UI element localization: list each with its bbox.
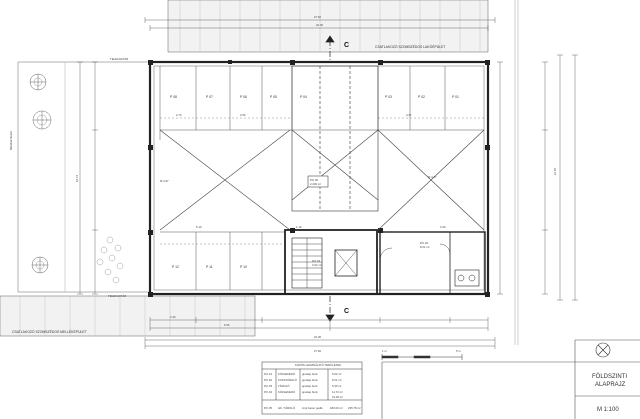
drawing-scale: M 1:100 xyxy=(597,407,619,413)
boundary-tag-bottom: TELEKHATÁR xyxy=(108,294,126,298)
svg-text:greslap burk.: greslap burk. xyxy=(302,390,318,394)
svg-text:KÖZLEKEDŐ: KÖZLEKEDŐ xyxy=(278,389,296,394)
svg-text:KÖZLEKEDŐ: KÖZLEKEDŐ xyxy=(278,371,296,376)
dimension-label: 22.00 xyxy=(316,23,323,27)
table-row: P.K.02 KUKATÁROLÓ greslap burk. 8.21 m² xyxy=(264,377,342,382)
dimension-lines-left xyxy=(77,61,98,295)
parking-space-label: P 02 xyxy=(418,95,425,99)
parking-space-label: P 06 xyxy=(240,95,247,99)
parking-space-label: P 10 xyxy=(240,265,247,269)
scale-bar xyxy=(381,354,463,360)
table-title: KÖZÖS HASZNÁLATÚ TERÜLETEK xyxy=(295,362,341,367)
dimension-label: 27.60 xyxy=(314,15,321,19)
parking-space-label: P 05 xyxy=(270,95,277,99)
neighbor-label-top: CSATLAKOZÓ SZOMSZÉDOS LAKÓÉPÜLET xyxy=(375,44,445,49)
central-room-label: P.K.00 2.200 m² xyxy=(307,175,329,188)
dimension-label: 1.10 xyxy=(296,225,302,229)
svg-text:impr.beton padló: impr.beton padló xyxy=(302,406,323,410)
table-row-garage: P.K.05 GK. TÁROLÓ impr.beton padló 180.0… xyxy=(264,405,361,410)
parking-space-label: P 12 xyxy=(172,265,179,269)
table-row: P.K.04 KÖZLEKEDŐ greslap burk. 11.72 m² xyxy=(264,389,343,394)
service-rooms xyxy=(379,231,486,295)
dimension-label: 6.65 xyxy=(224,323,230,327)
svg-text:5.02 m²: 5.02 m² xyxy=(332,372,342,376)
parking-stalls-top xyxy=(159,66,484,140)
neighbor-building-bottom xyxy=(0,295,256,337)
svg-text:greslap burk.: greslap burk. xyxy=(302,384,318,388)
neighbor-building-top xyxy=(167,0,489,53)
room-code-core: P.K.03 xyxy=(312,259,320,263)
tree-icon xyxy=(29,73,47,91)
dimension-label: 3.30 xyxy=(440,225,446,229)
table-total: 31.30 m² xyxy=(332,395,343,399)
svg-text:11.72 m²: 11.72 m² xyxy=(332,390,343,394)
svg-text:P.K.03: P.K.03 xyxy=(264,384,272,388)
garden-area xyxy=(17,61,150,293)
svg-text:235.78 m²: 235.78 m² xyxy=(348,406,361,410)
parking-space-label: P 11 xyxy=(206,265,213,269)
svg-text:KUKATÁROLÓ: KUKATÁROLÓ xyxy=(278,377,298,382)
dimension-label: 16.05 xyxy=(553,168,557,175)
svg-text:P.K.04: P.K.04 xyxy=(264,390,272,394)
room-area-right: 8.21 m² xyxy=(420,245,430,249)
section-mark-upper: C xyxy=(344,42,349,49)
drawing-title-line2: ALAPRAJZ xyxy=(595,382,626,388)
dimension-label: 5.10 xyxy=(196,225,202,229)
title-block xyxy=(381,339,640,419)
svg-text:greslap burk.: greslap burk. xyxy=(302,378,318,382)
parking-space-label: P 07 xyxy=(206,95,213,99)
area-schedule-table xyxy=(261,361,363,415)
table-row: P.K.01 KÖZLEKEDŐ greslap burk. 5.02 m² xyxy=(264,371,342,376)
dimension-label: 18.74 xyxy=(75,175,79,182)
ramp-slope-lines xyxy=(159,129,485,231)
section-mark-lower: C xyxy=(344,308,349,315)
site-edge-right xyxy=(514,0,519,345)
tree-icon xyxy=(32,110,52,130)
svg-text:P.K.02: P.K.02 xyxy=(264,378,272,382)
parking-space-label: P 08 xyxy=(170,95,177,99)
table-row: P.K.03 TÁROLÓ greslap burk. 5.30 m² xyxy=(264,383,342,388)
slope-label: M 4.97 xyxy=(160,179,169,183)
north-arrow-icon xyxy=(595,342,611,358)
dimension-label: 2.40 xyxy=(170,315,176,319)
dimension-lines-right xyxy=(497,54,578,301)
parking-space-label: P 01 xyxy=(452,95,459,99)
room-area-central: 2.200 m² xyxy=(310,182,321,186)
svg-text:180.00 m²: 180.00 m² xyxy=(330,406,343,410)
room-code-right: P.K.02 xyxy=(420,241,428,245)
section-line xyxy=(325,35,335,322)
svg-text:P.K.05: P.K.05 xyxy=(264,406,272,410)
dimension-label: 22.00 xyxy=(314,335,321,339)
dimension-label: 2.50 xyxy=(240,113,246,117)
svg-text:P.K.01: P.K.01 xyxy=(264,372,272,376)
dimension-label: 2.70 xyxy=(176,113,182,117)
parking-space-label: P 03 xyxy=(385,95,392,99)
drawing-title-line1: FÖLDSZINTI xyxy=(592,373,627,380)
dimension-label: 4.37 xyxy=(406,113,412,117)
room-area-core: 3.02 m² xyxy=(312,263,322,267)
room-code-central: P.K.00 xyxy=(310,178,318,182)
svg-text:greslap burk.: greslap burk. xyxy=(302,372,318,376)
boundary-tag-top: TELEKHATÁR xyxy=(110,57,128,61)
parking-stalls-bottom xyxy=(160,231,285,290)
tree-icon xyxy=(31,256,49,274)
stair-core xyxy=(284,229,378,295)
slope-label: M 4.17 xyxy=(428,175,437,179)
svg-text:GK. TÁROLÓ: GK. TÁROLÓ xyxy=(278,405,296,410)
dimension-label: 27.60 xyxy=(314,349,321,353)
scale-bar-start: 1 m xyxy=(382,349,387,353)
side-tag: MEVEGTELEK xyxy=(9,131,13,150)
scale-bar-end: 5 m xyxy=(456,349,461,353)
svg-text:8.21 m²: 8.21 m² xyxy=(332,378,342,382)
dimension-lines-top xyxy=(144,17,496,31)
shrub-icon xyxy=(96,236,124,284)
dimension-lines-bottom xyxy=(144,317,496,349)
svg-text:TÁROLÓ: TÁROLÓ xyxy=(278,383,290,388)
svg-text:5.30 m²: 5.30 m² xyxy=(332,384,342,388)
parking-space-label: P 04 xyxy=(300,95,307,99)
neighbor-label-bottom: CSATLAKOZÓ SZOMSZÉDOS MELLÉKÉPÜLET xyxy=(12,329,87,334)
